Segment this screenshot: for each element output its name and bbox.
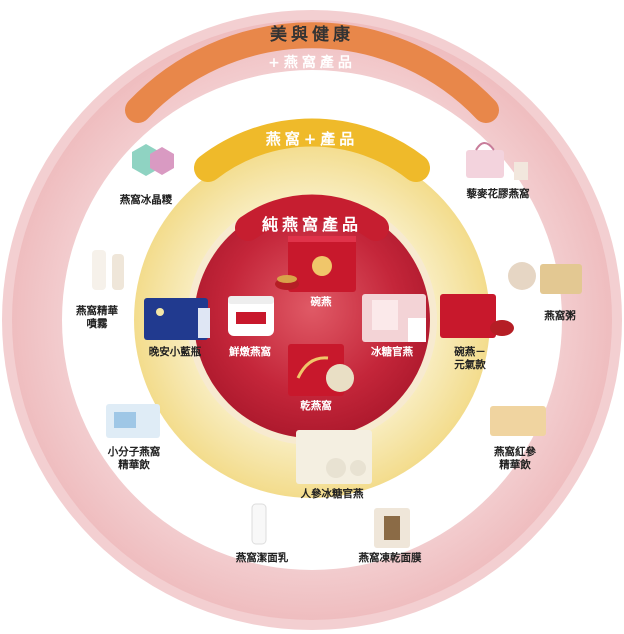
product-label-p3: 燕窩精華 噴霧 — [76, 305, 118, 330]
product-label-i1: 碗燕 — [310, 296, 332, 308]
product-label-i2: 鮮燉燕窩 — [229, 346, 271, 358]
red-band — [235, 194, 389, 241]
product-label-p7: 燕窩潔面乳 — [235, 552, 289, 564]
orange-band-title: +燕窩產品 — [268, 55, 356, 71]
product-label-p6: 燕窩紅參 精華飲 — [494, 446, 536, 471]
outer-ring-title: 美與健康 — [270, 25, 354, 45]
inner-products-art — [228, 236, 426, 396]
product-label-p4: 燕窩粥 — [544, 310, 576, 322]
product-label-p1: 燕窩冰晶糭 — [119, 194, 173, 206]
orange-band — [125, 22, 499, 123]
red-band-title: 純燕窩產品 — [261, 215, 363, 234]
outer-products-art — [92, 142, 582, 548]
product-label-m2: 碗燕－ 元氣款 — [454, 346, 486, 371]
yellow-band — [194, 118, 430, 182]
product-label-i4: 乾燕窩 — [300, 400, 332, 412]
product-label-m1: 晚安小藍瓶 — [148, 346, 202, 358]
middle-products-art — [144, 294, 514, 484]
product-label-m3: 人參冰糖官燕 — [300, 488, 364, 500]
product-label-p2: 藜麥花膠燕窩 — [466, 188, 530, 200]
product-label-p5: 小分子燕窩 精華飲 — [107, 446, 161, 471]
product-label-p8: 燕窩凍乾面膜 — [358, 552, 422, 564]
yellow-band-title: 燕窩+產品 — [265, 130, 359, 148]
product-label-i3: 冰糖官燕 — [371, 346, 413, 358]
red-core — [194, 202, 430, 438]
